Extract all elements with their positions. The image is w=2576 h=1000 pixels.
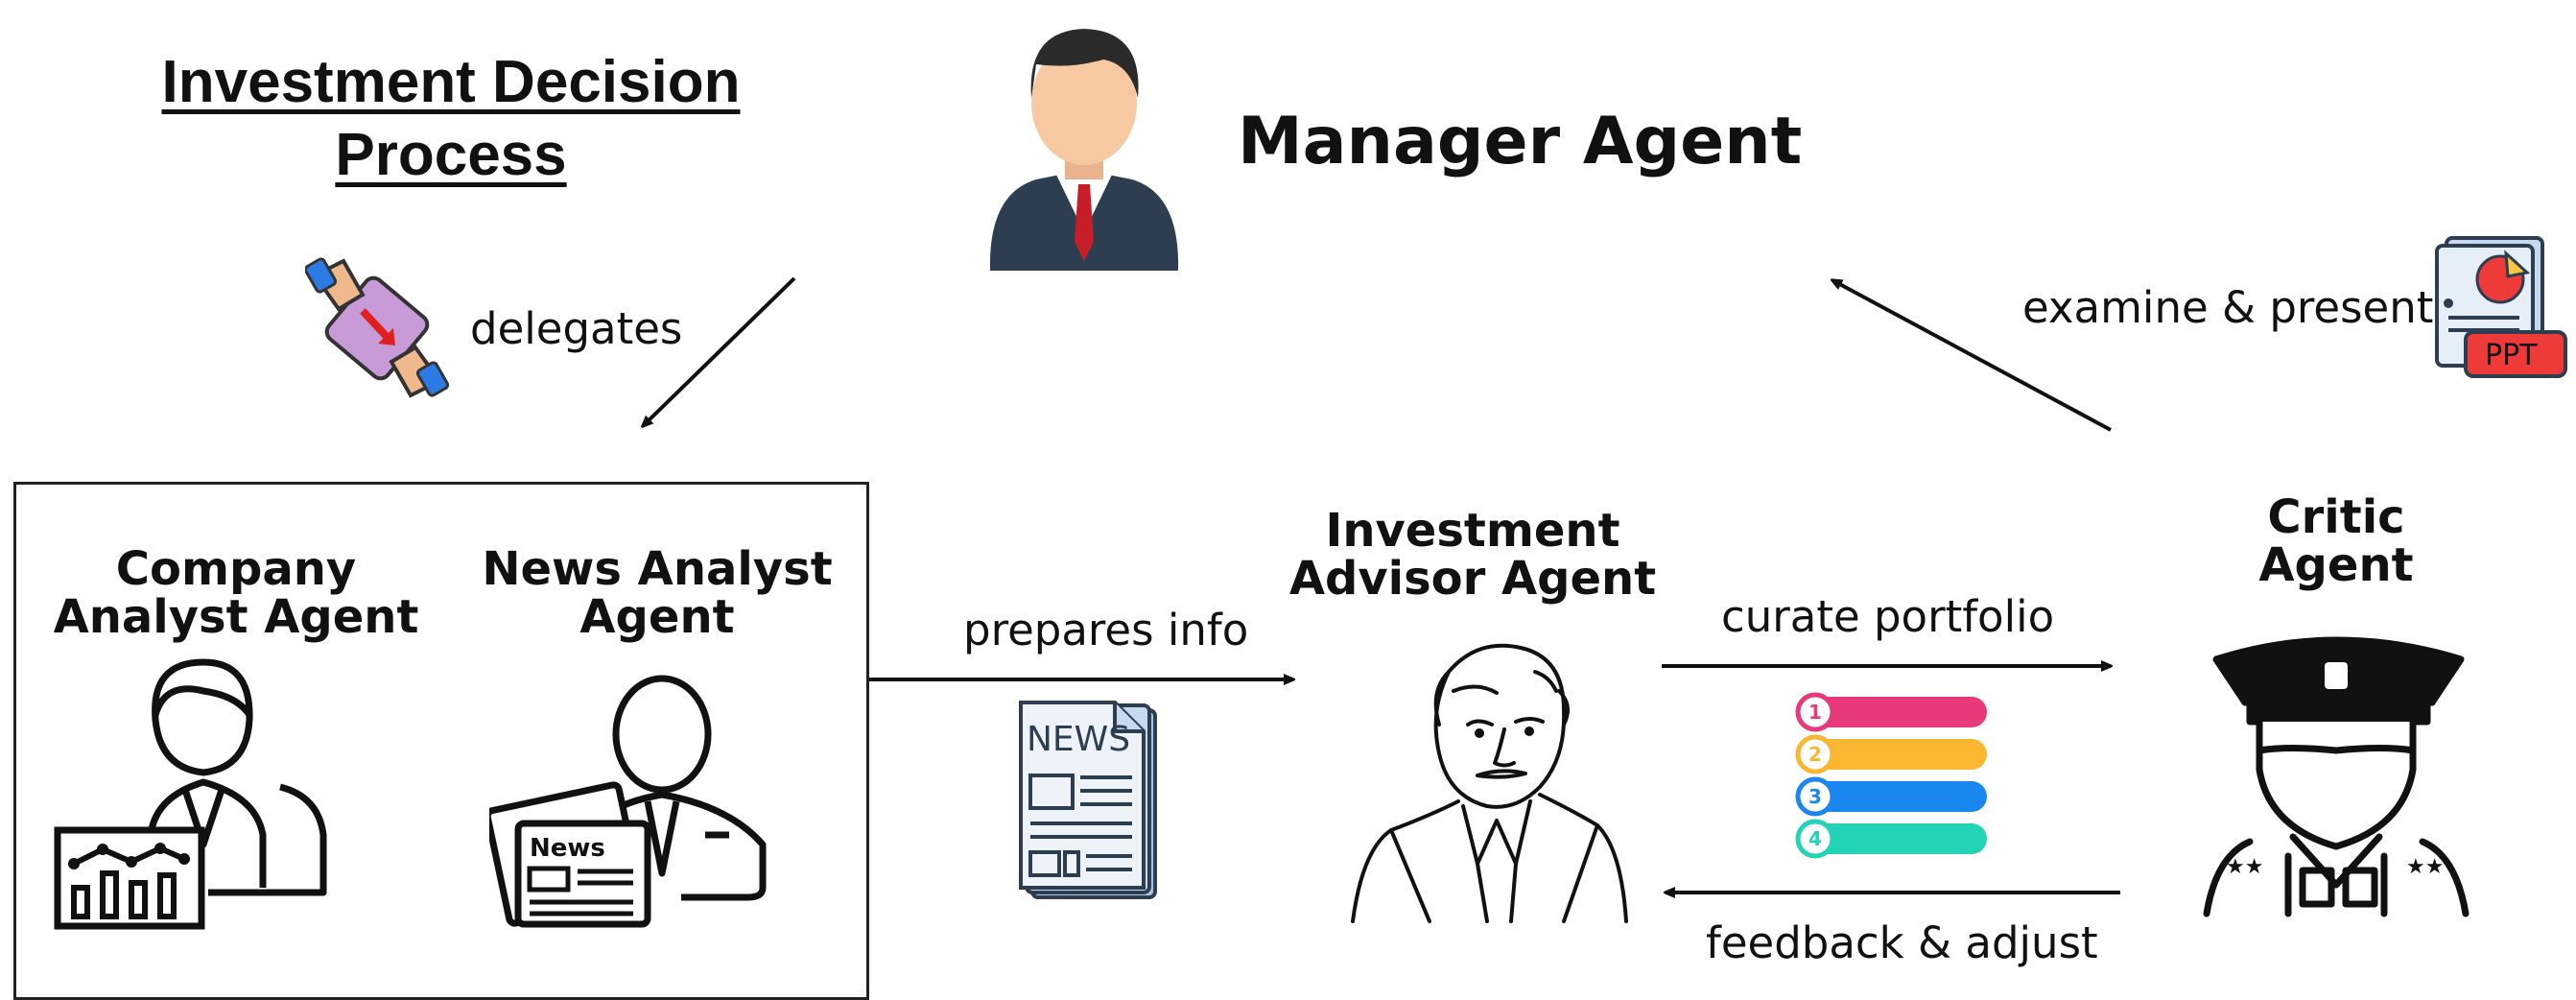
portfolio-list-number: 1: [1808, 701, 1822, 724]
portfolio-list-badge: [1795, 776, 1835, 817]
svg-text:★★: ★★: [2406, 855, 2444, 879]
portfolio-list-bar: [1809, 739, 1987, 770]
ppt-text: PPT: [2485, 339, 2538, 372]
newspaper-icon: NEWS: [1019, 701, 1157, 899]
prepares-info-label: prepares info: [963, 605, 1249, 655]
news-badge-text: News: [530, 834, 605, 863]
portfolio-list-badge: [1795, 692, 1835, 732]
portfolio-list-bar: [1809, 781, 1987, 812]
portfolio-list-badge: [1795, 734, 1835, 774]
portfolio-list-number: 3: [1808, 785, 1822, 808]
delegates-arrow: [643, 276, 796, 426]
newspaper-text: NEWS: [1027, 720, 1130, 759]
news-analyst-icon: News: [489, 675, 767, 928]
diagram-title: Investment Decision Process: [161, 49, 741, 188]
manager-avatar-icon: [989, 29, 1179, 271]
critic-police-icon: ★★ ★★: [2203, 636, 2470, 917]
examine-present-arrow: [1832, 280, 2112, 432]
news-analyst-label: News Analyst Agent: [482, 542, 833, 644]
investment-advisor-portrait-icon: [1351, 643, 1628, 923]
company-analyst-icon: [54, 658, 327, 930]
delegate-handshake-icon: [305, 257, 449, 398]
examine-present-label: examine & present: [2022, 282, 2434, 333]
portfolio-list-badge: [1795, 819, 1835, 859]
curate-portfolio-label: curate portfolio: [1721, 591, 2055, 642]
portfolio-list-bar: [1809, 823, 1987, 854]
svg-text:★★: ★★: [2226, 855, 2263, 879]
investment-advisor-label: Investment Advisor Agent: [1288, 504, 1657, 606]
feedback-adjust-label: feedback & adjust: [1706, 917, 2098, 968]
critic-agent-label: Critic Agent: [2258, 490, 2414, 592]
portfolio-list-number: 2: [1808, 743, 1822, 766]
manager-agent-label: Manager Agent: [1238, 104, 1803, 179]
company-analyst-label: Company Analyst Agent: [53, 542, 419, 644]
delegates-label: delegates: [470, 303, 683, 354]
ppt-document-icon: PPT: [2435, 236, 2567, 378]
portfolio-list-bar: [1809, 697, 1987, 727]
portfolio-list-number: 4: [1808, 827, 1822, 850]
portfolio-list-icon: 1 2 3 4: [1795, 692, 1987, 859]
